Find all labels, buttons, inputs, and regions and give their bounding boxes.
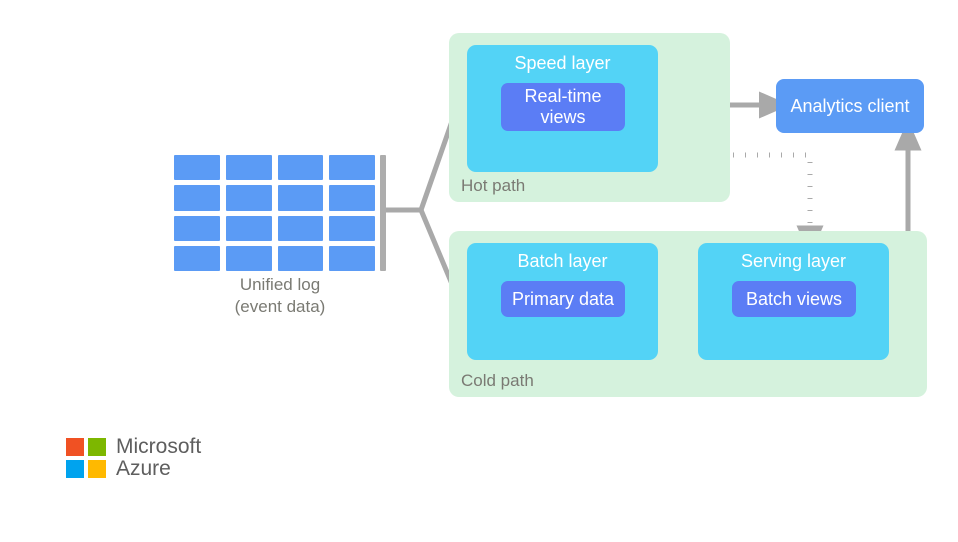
- speed-layer-box[interactable]: Speed layer Real-time views: [467, 45, 658, 172]
- real-time-views-label-line1: Real-time: [524, 86, 602, 106]
- log-cell: [174, 215, 220, 241]
- log-cell: [225, 215, 272, 241]
- log-cell: [225, 185, 272, 211]
- serving-layer-title: Serving layer: [740, 251, 847, 271]
- batch-layer-box[interactable]: Batch layer Primary data: [467, 243, 658, 360]
- primary-data-label: Primary data: [511, 288, 615, 309]
- unified-log-caption-line2: (event data): [234, 297, 326, 316]
- logo-square-red: [66, 438, 84, 456]
- brand-line-azure: Azure: [116, 457, 171, 480]
- microsoft-azure-logo: Microsoft Azure: [66, 436, 201, 480]
- logo-square-green: [88, 438, 106, 456]
- log-cell: [277, 155, 324, 181]
- log-cell: [329, 215, 375, 241]
- real-time-views-box[interactable]: Real-time views: [501, 83, 625, 131]
- real-time-views-label: Real-time views: [524, 86, 601, 128]
- log-cell: [277, 185, 324, 211]
- brand-line-microsoft: Microsoft: [116, 435, 202, 458]
- real-time-views-label-line2: views: [540, 107, 586, 127]
- primary-data-box[interactable]: Primary data: [501, 281, 625, 317]
- log-cell: [174, 185, 220, 211]
- unified-log-caption: Unified log (event data): [160, 274, 400, 318]
- unified-log-grid: [174, 155, 375, 271]
- hot-path-label: Hot path: [461, 176, 526, 195]
- batch-views-box[interactable]: Batch views: [732, 281, 856, 317]
- log-cell: [329, 155, 375, 181]
- cold-path-label: Cold path: [461, 371, 534, 390]
- unified-log-caption-line1: Unified log: [239, 275, 321, 294]
- batch-layer-title: Batch layer: [517, 251, 608, 271]
- unified-log-edge-bar: [380, 155, 386, 271]
- logo-square-blue: [66, 460, 84, 478]
- log-cell: [174, 155, 220, 181]
- analytics-client-box[interactable]: Analytics client: [776, 79, 924, 133]
- analytics-client-label: Analytics client: [790, 95, 910, 116]
- logo-square-yellow: [88, 460, 106, 478]
- log-cell: [277, 215, 324, 241]
- batch-views-label: Batch views: [745, 288, 843, 309]
- unified-log: [174, 155, 386, 271]
- log-cell: [174, 245, 220, 271]
- azure-logo-text: Microsoft Azure: [116, 436, 201, 480]
- log-cell: [225, 155, 272, 181]
- log-cell: [277, 245, 324, 271]
- log-cell: [329, 185, 375, 211]
- microsoft-logo-icon: [66, 438, 106, 478]
- speed-layer-title: Speed layer: [514, 53, 611, 73]
- serving-layer-box[interactable]: Serving layer Batch views: [698, 243, 889, 360]
- log-cell: [329, 245, 375, 271]
- log-cell: [225, 245, 272, 271]
